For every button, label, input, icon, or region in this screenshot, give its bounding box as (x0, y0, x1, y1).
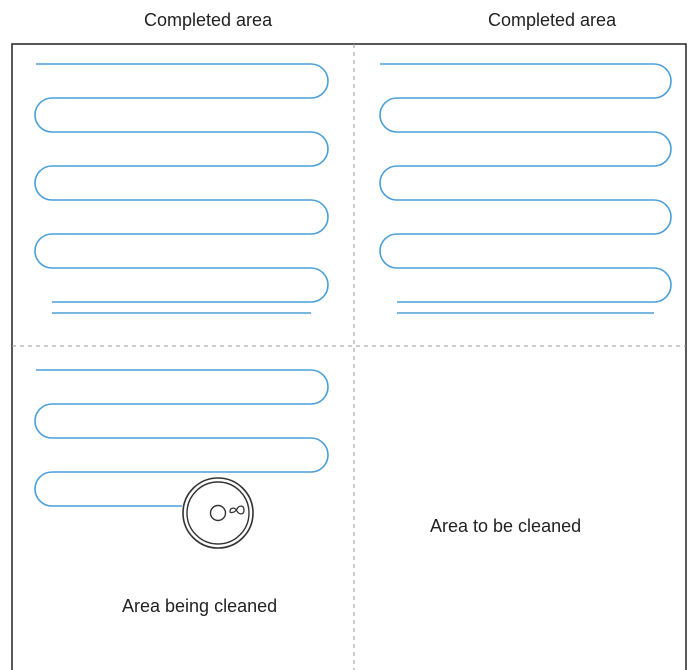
cleaning-path-bottom-left (34, 369, 329, 507)
area-being-cleaned-label: Area being cleaned (122, 596, 278, 616)
completed-area-label-left: Completed area (144, 10, 273, 30)
cleaning-path-top-right (379, 63, 672, 314)
map-frame (11, 43, 687, 670)
area-to-be-cleaned-label: Area to be cleaned (430, 516, 582, 536)
cleaning-path-top-left (34, 63, 329, 314)
completed-area-label-right: Completed area (488, 10, 617, 30)
robot-vacuum-icon (182, 477, 254, 549)
